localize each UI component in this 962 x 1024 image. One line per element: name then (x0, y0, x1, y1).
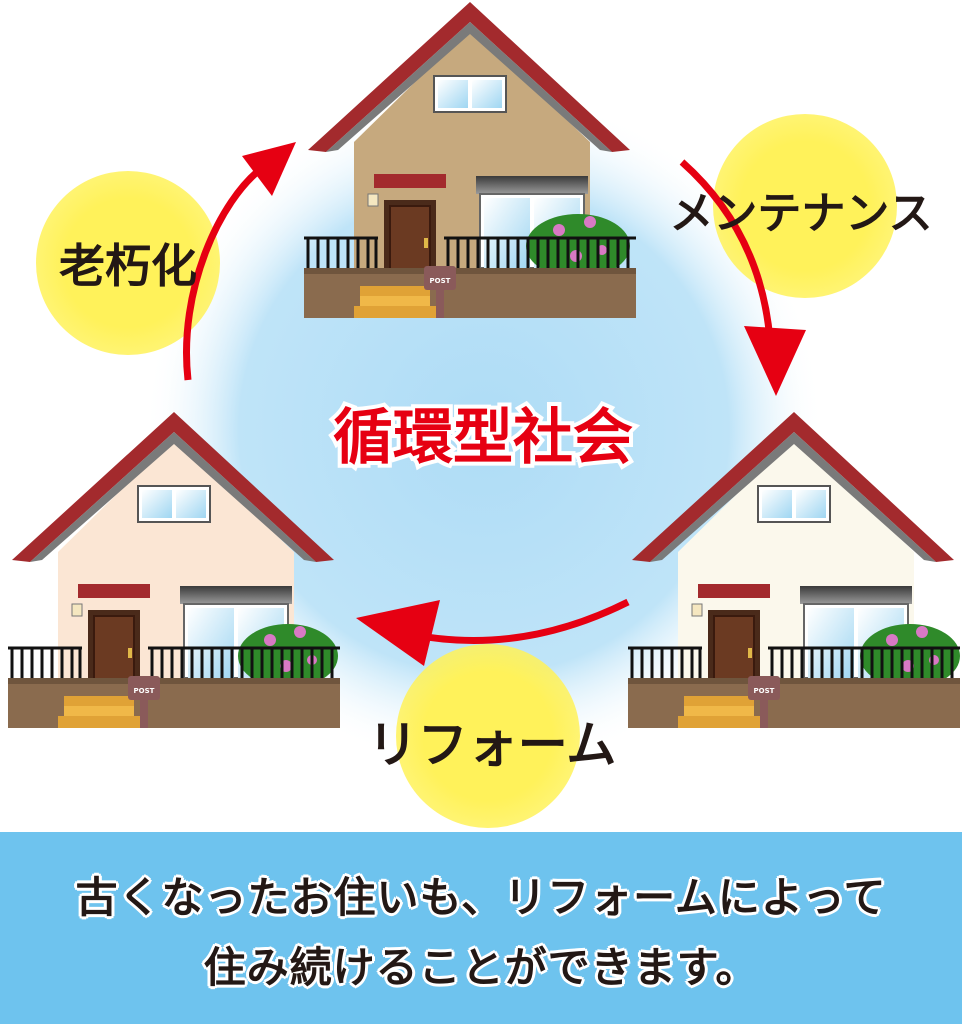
footer-banner: 古くなったお住いも、リフォームによって 住み続けることができます。 (0, 832, 962, 1024)
arrow-aging (183, 142, 296, 381)
arrow-reform (356, 598, 630, 666)
aging-bubble (36, 171, 220, 355)
house-right: POST (626, 412, 962, 730)
aging-label: 老朽化 (59, 239, 197, 293)
footer-line-2: 住み続けることができます。 (203, 943, 759, 992)
footer-line-1: 古くなったお住いも、リフォームによって (75, 873, 887, 922)
mailbox-label: POST (134, 687, 155, 695)
maintenance-bubble (713, 114, 897, 298)
mailbox-label: POST (754, 687, 775, 695)
mailbox-label: POST (430, 277, 451, 285)
house-top: POST (302, 2, 638, 320)
reform-bubble (396, 644, 580, 828)
arrow-maintenance (679, 159, 806, 396)
reform-label: リフォーム (368, 716, 617, 774)
maintenance-label: メンテナンス (669, 188, 932, 239)
house-left: POST (6, 412, 342, 730)
background-glow (144, 90, 824, 770)
center-title: 循環型社会 (333, 403, 633, 473)
